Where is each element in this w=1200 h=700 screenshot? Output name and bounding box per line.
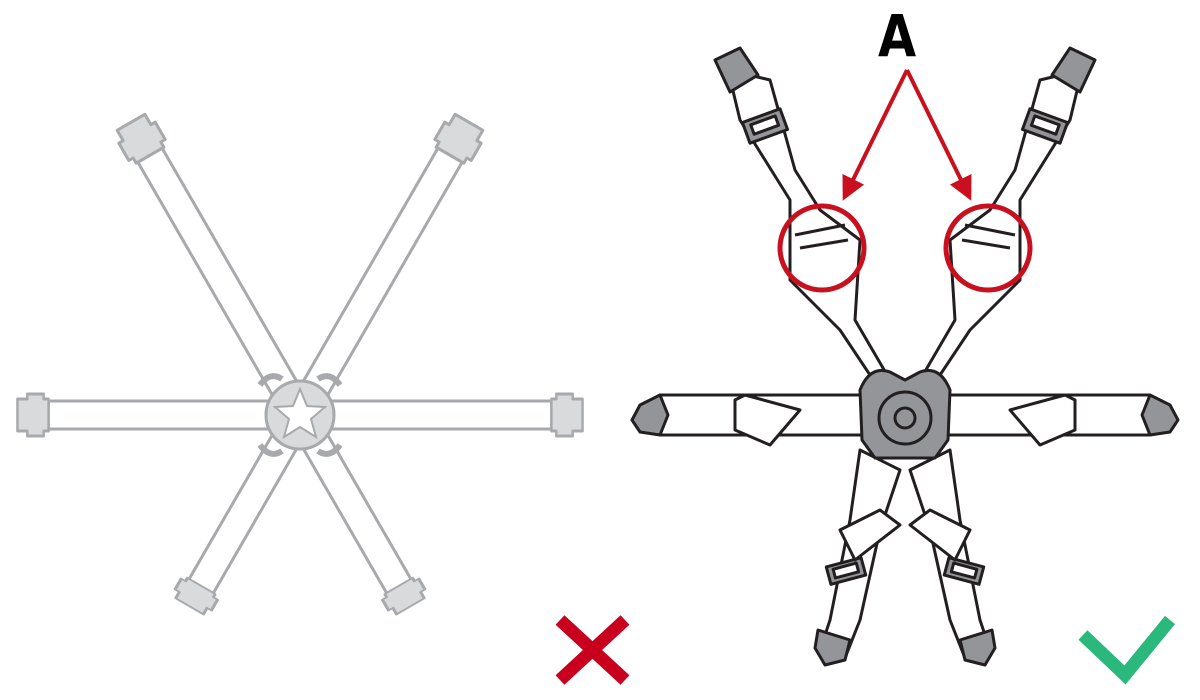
incorrect-harness-illustration [15, 110, 585, 619]
cross-icon [555, 615, 630, 685]
callout-circle-right [943, 203, 1033, 293]
callout-circle-left [777, 203, 867, 293]
check-icon [1078, 615, 1176, 685]
correct-harness-illustration [630, 46, 1180, 667]
callout-arrows [842, 69, 972, 201]
callout-label-a: A [878, 2, 917, 70]
